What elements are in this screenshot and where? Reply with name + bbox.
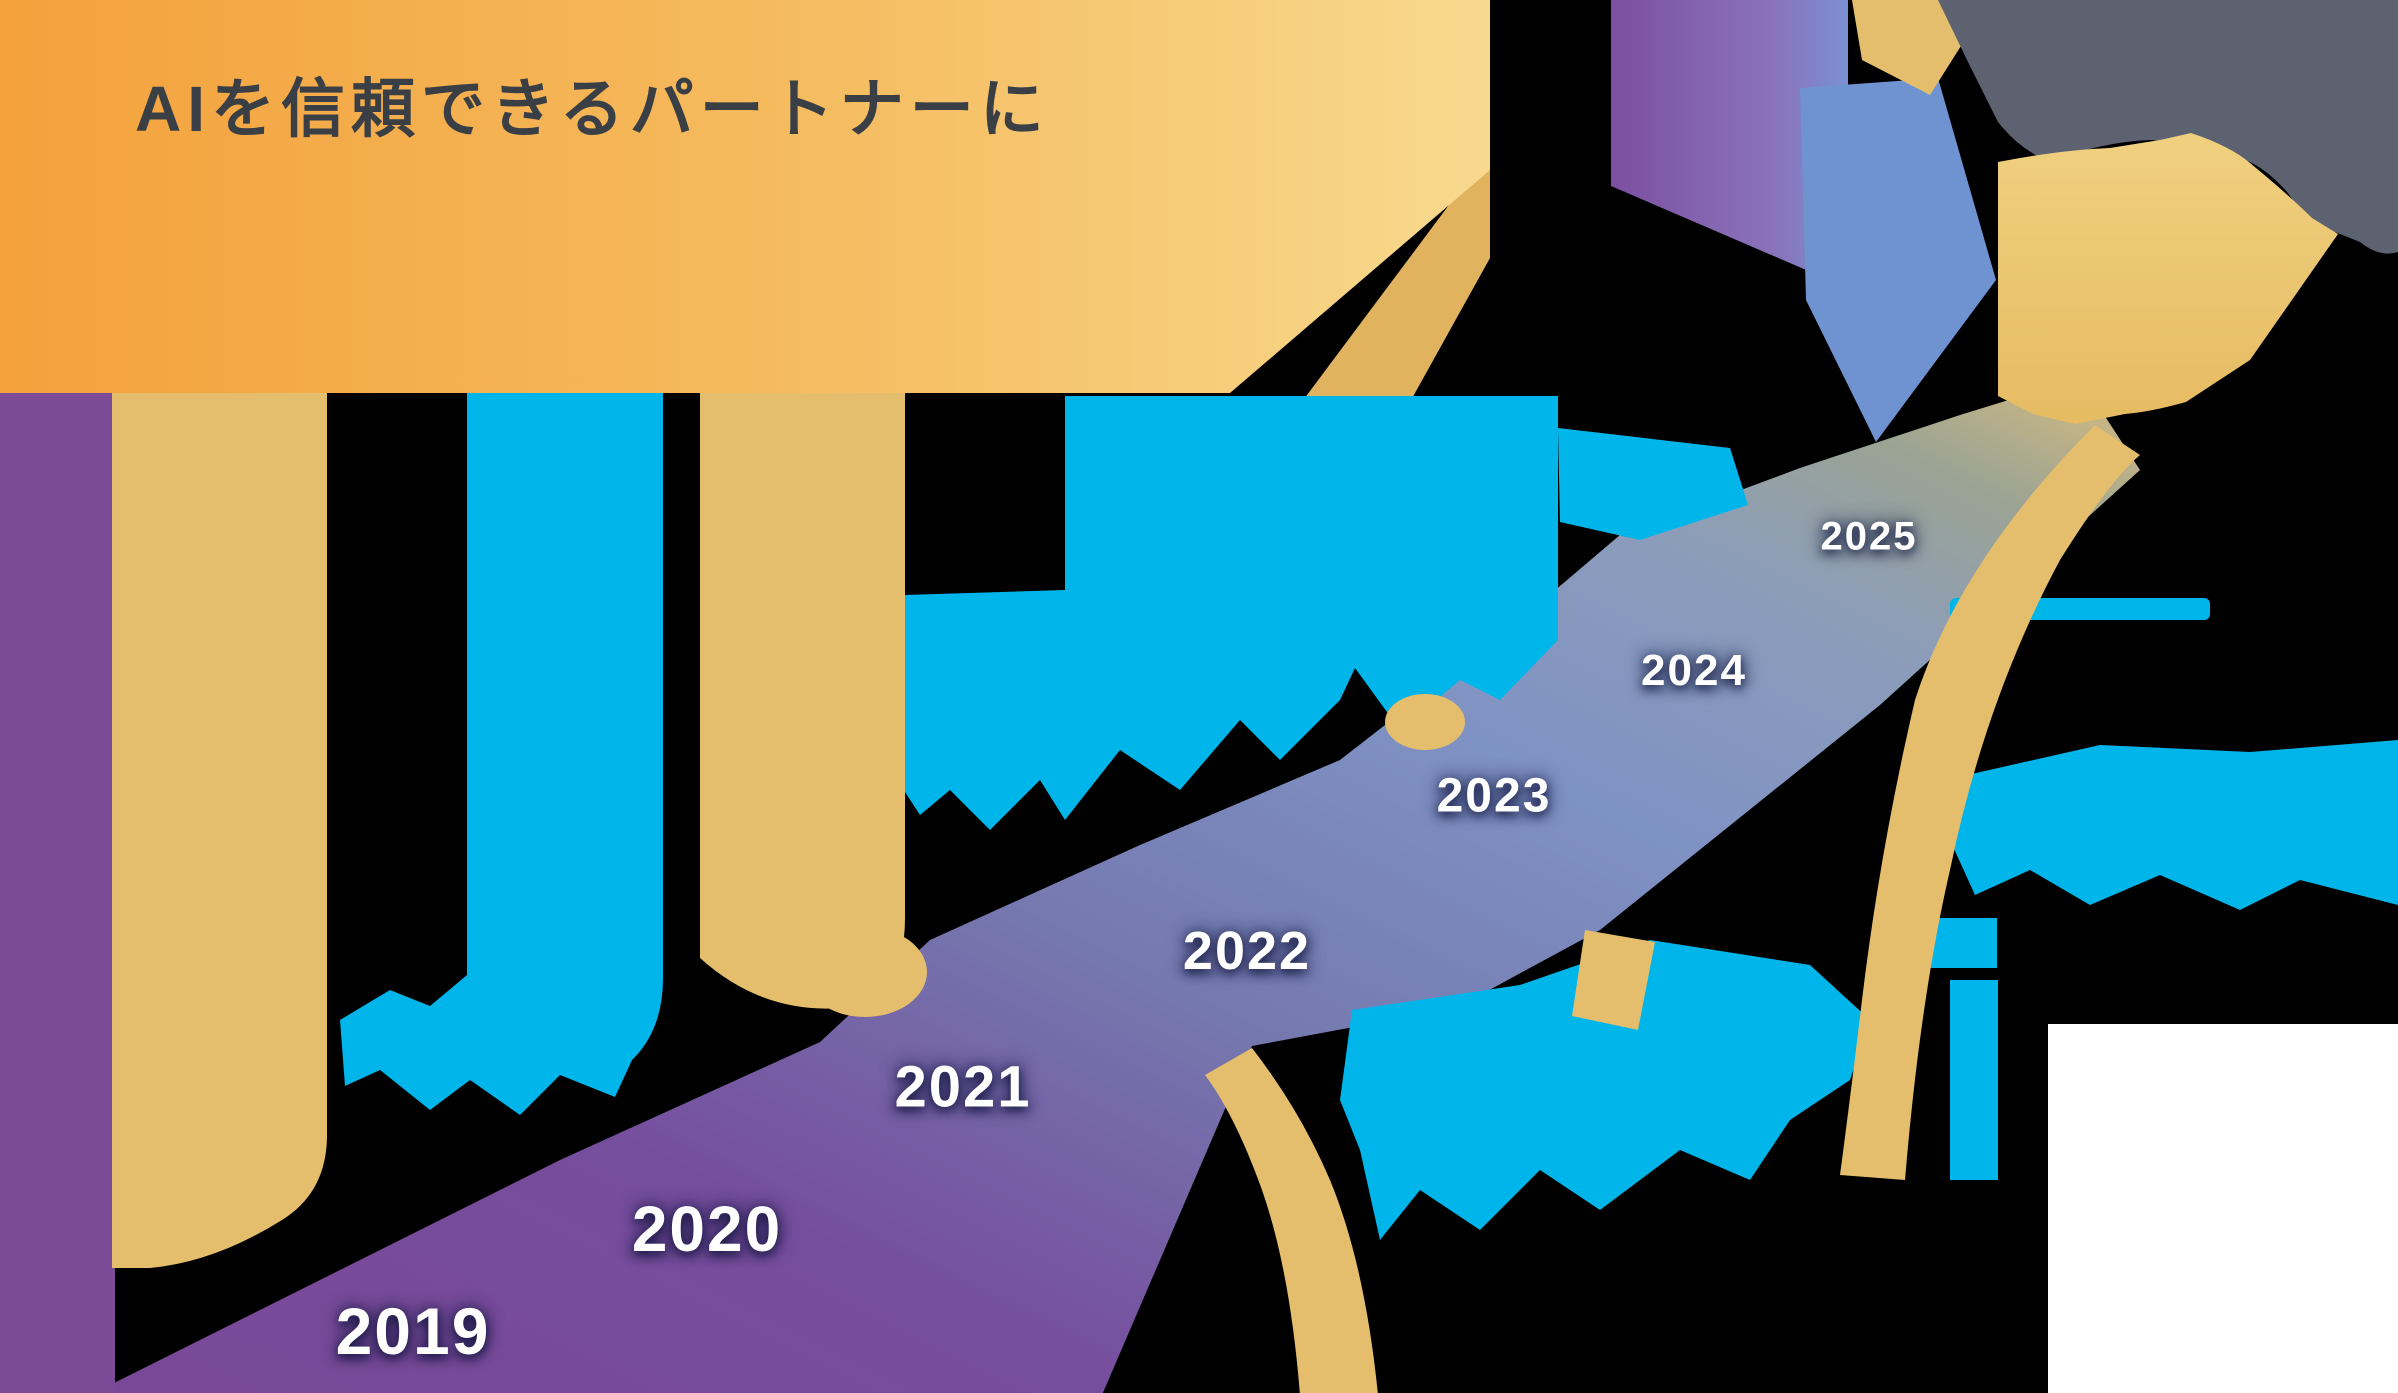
cyan-callout-icon <box>1945 740 2398 910</box>
cyan-callout-icon <box>1950 980 1998 1180</box>
page-title: AIを信頼できるパートナーに <box>135 73 1050 145</box>
milestone-pin-icon <box>112 393 327 1268</box>
milestone-pin-icon <box>803 927 927 1017</box>
year-label-2021: 2021 <box>894 1054 1032 1120</box>
purple-top-shape <box>1611 0 1848 288</box>
cyan-callout-icon <box>1558 428 1748 540</box>
cyan-callout-icon <box>1340 940 1870 1240</box>
year-label-2020: 2020 <box>631 1193 783 1265</box>
gold-ribbon-icon <box>1205 1048 1378 1393</box>
cloud-icon <box>1938 0 2398 254</box>
milestone-pin-icon <box>1572 930 1655 1030</box>
goal-mountain-icon <box>1998 133 2338 424</box>
year-label-2023: 2023 <box>1436 769 1552 823</box>
white-panel <box>2048 1024 2398 1393</box>
year-label-2025: 2025 <box>1820 514 1918 559</box>
year-label-2024: 2024 <box>1641 646 1747 695</box>
gold-ribbon-icon <box>1840 425 2140 1180</box>
year-label-2022: 2022 <box>1182 921 1312 981</box>
milestone-pin-icon <box>1385 694 1465 750</box>
purple-column <box>0 393 115 1393</box>
cyan-callout-icon <box>340 393 663 1115</box>
timeline-road-icon <box>94 378 2140 1393</box>
year-label-2019: 2019 <box>335 1294 491 1368</box>
milestone-pin-icon <box>700 393 905 1009</box>
header-band <box>0 0 1490 393</box>
steel-blue-wedge <box>1800 78 1996 442</box>
